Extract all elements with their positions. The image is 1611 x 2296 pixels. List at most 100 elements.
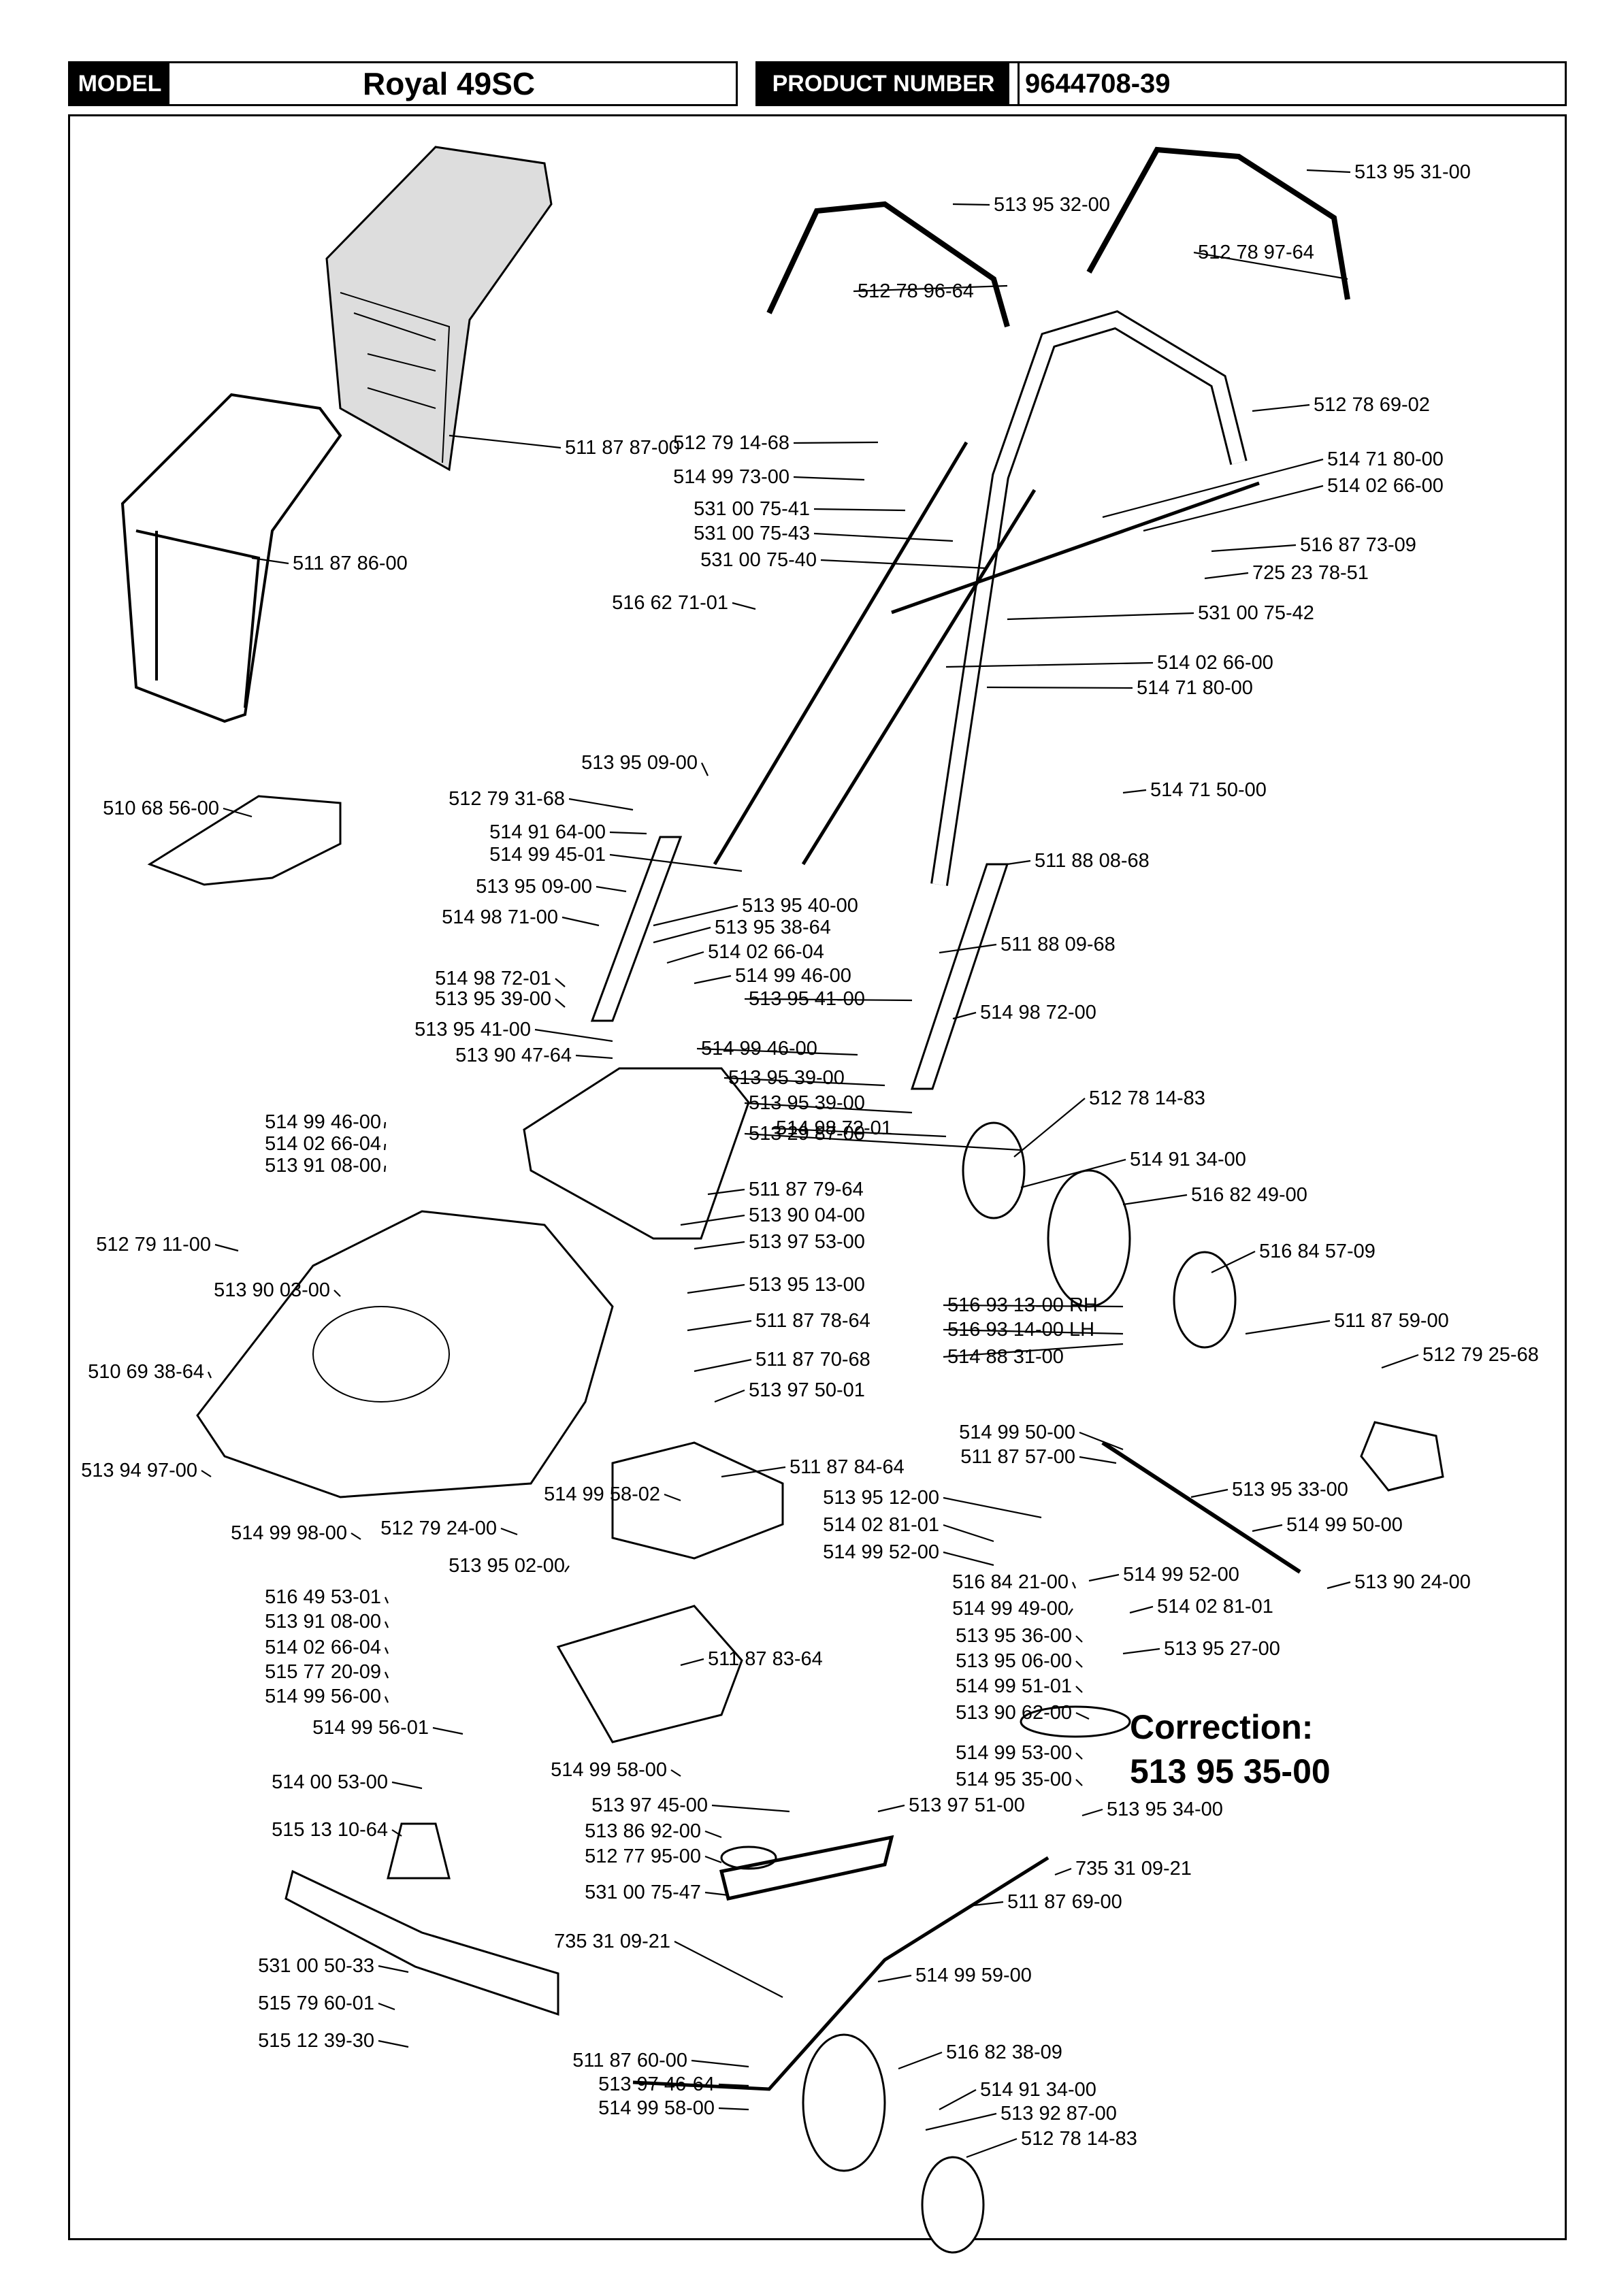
part-number-callout: 512 79 31-68	[449, 788, 565, 810]
part-number-callout: 511 87 86-00	[293, 553, 408, 574]
callout-leader	[707, 1188, 745, 1196]
part-number-callout: 513 90 04-00	[749, 1204, 865, 1226]
callout-leader	[391, 1829, 402, 1837]
part-number-callout: 514 99 58-02	[544, 1483, 660, 1505]
callout-leader	[939, 943, 997, 954]
part-number-callout: 514 99 58-00	[551, 1759, 667, 1781]
part-number-callout: 514 95 35-00	[956, 1769, 1072, 1790]
correction-title: Correction:	[1130, 1708, 1313, 1746]
product-number-box: PRODUCT NUMBER 9644708-39	[755, 61, 1567, 106]
belt-guard-drawing	[611, 1441, 784, 1560]
part-number-callout: 513 92 87-00	[1000, 2103, 1117, 2125]
part-number-callout: 514 02 66-00	[1157, 652, 1273, 674]
part-number-callout: 513 95 13-00	[749, 1274, 865, 1296]
callout-leader	[813, 508, 906, 512]
callout-leader	[721, 1466, 786, 1478]
part-number-callout: 516 82 38-09	[946, 2041, 1062, 2063]
part-number-callout: 516 93 14-00 LH	[947, 1319, 1094, 1341]
callout-leader	[609, 853, 743, 872]
part-number-callout: 513 90 24-00	[1354, 1571, 1471, 1593]
callout-leader	[966, 2137, 1018, 2159]
callout-leader	[925, 2112, 997, 2131]
part-number-callout: 514 99 59-00	[915, 1965, 1032, 1986]
callout-leader	[1071, 1581, 1077, 1589]
part-number-callout: 513 95 02-00	[449, 1555, 565, 1577]
callout-leader	[898, 2051, 943, 2070]
callout-leader	[1143, 485, 1324, 532]
upper-handle-drawing	[766, 201, 1010, 328]
callout-leader	[378, 2002, 395, 2011]
callout-leader	[666, 951, 704, 964]
callout-leader	[952, 203, 990, 206]
chassis-drawing	[556, 1605, 743, 1743]
callout-leader	[704, 1830, 722, 1839]
part-number-callout: 725 23 78-51	[1252, 562, 1369, 584]
callout-leader	[1088, 1573, 1120, 1582]
callout-leader	[378, 2039, 409, 2048]
part-number-callout: 511 87 87-00	[565, 437, 680, 459]
discharge-chute-drawing	[147, 795, 342, 886]
callout-leader	[1252, 1524, 1283, 1532]
part-number-callout: 513 97 53-00	[749, 1231, 865, 1253]
callout-leader	[718, 2083, 749, 2087]
callout-leader	[1075, 1752, 1083, 1760]
part-number-callout: 514 99 56-00	[265, 1686, 381, 1707]
part-number-callout: 514 99 45-01	[489, 844, 606, 866]
callout-leader	[384, 1671, 389, 1679]
callout-leader	[1129, 1605, 1154, 1614]
part-number-callout: 513 90 03-00	[214, 1279, 330, 1301]
callout-leader	[214, 1243, 239, 1252]
callout-leader	[207, 1371, 212, 1379]
rear-axle-drawing	[1101, 1441, 1301, 1574]
part-number-callout: 513 29 87-00	[749, 1123, 865, 1145]
part-number-callout: 512 77 95-00	[585, 1846, 701, 1867]
part-number-callout: 513 90 47-64	[455, 1045, 572, 1066]
callout-leader	[609, 831, 647, 835]
part-number-callout: 513 95 41-00	[414, 1019, 531, 1040]
rear-lever-drawing	[632, 1856, 1049, 2091]
part-number-callout: 513 95 34-00	[1107, 1799, 1223, 1820]
part-number-callout: 513 95 39-00	[749, 1092, 865, 1114]
part-number-callout: 511 87 59-00	[1334, 1310, 1449, 1332]
part-number-callout: 511 87 60-00	[572, 2050, 687, 2071]
callout-leader	[1327, 1581, 1351, 1590]
part-number-callout: 514 99 50-00	[1286, 1514, 1403, 1536]
part-number-callout: 516 82 49-00	[1191, 1184, 1307, 1206]
part-number-callout: 514 99 73-00	[673, 466, 790, 488]
callout-leader	[1245, 1319, 1331, 1335]
callout-leader	[973, 1901, 1004, 1907]
callout-leader	[986, 686, 1133, 689]
part-number-callout: 514 91 34-00	[980, 2079, 1096, 2101]
callout-leader	[1081, 1808, 1103, 1817]
callout-leader	[664, 1493, 681, 1502]
handle-rod-1	[713, 441, 969, 866]
part-number-callout: 514 88 31-00	[947, 1346, 1064, 1368]
part-number-callout: 531 00 50-33	[258, 1955, 374, 1977]
part-number-callout: 513 86 92-00	[585, 1820, 701, 1842]
hubcap-drawing	[962, 1121, 1026, 1219]
part-number-callout: 513 94 97-00	[81, 1460, 197, 1481]
callout-leader	[711, 1804, 790, 1813]
part-number-callout: 513 95 41-00	[749, 988, 865, 1010]
callout-leader	[1075, 1686, 1083, 1693]
callout-leader	[1020, 1158, 1126, 1189]
part-number-callout: 511 87 78-64	[755, 1310, 870, 1332]
part-number-callout: 515 79 60-01	[258, 1992, 374, 2014]
part-number-callout: 513 95 32-00	[994, 194, 1110, 216]
callout-leader	[877, 1804, 905, 1813]
callout-leader	[744, 1132, 1022, 1151]
part-number-callout: 531 00 75-43	[694, 523, 810, 544]
part-number-callout: 513 97 50-01	[749, 1379, 865, 1401]
part-number-callout: 735 31 09-21	[1075, 1858, 1192, 1880]
callout-leader	[943, 1496, 1042, 1519]
callout-leader	[853, 284, 1008, 293]
part-number-callout: 511 87 69-00	[1007, 1891, 1122, 1913]
callout-leader	[696, 1047, 858, 1056]
part-number-callout: 514 98 72-00	[980, 1002, 1096, 1023]
callout-leader	[691, 2059, 749, 2068]
callout-leader	[714, 1389, 745, 1403]
left-handle-bracket	[590, 836, 683, 1022]
part-number-callout: 514 99 49-00	[952, 1598, 1069, 1620]
callout-leader	[432, 1726, 463, 1735]
